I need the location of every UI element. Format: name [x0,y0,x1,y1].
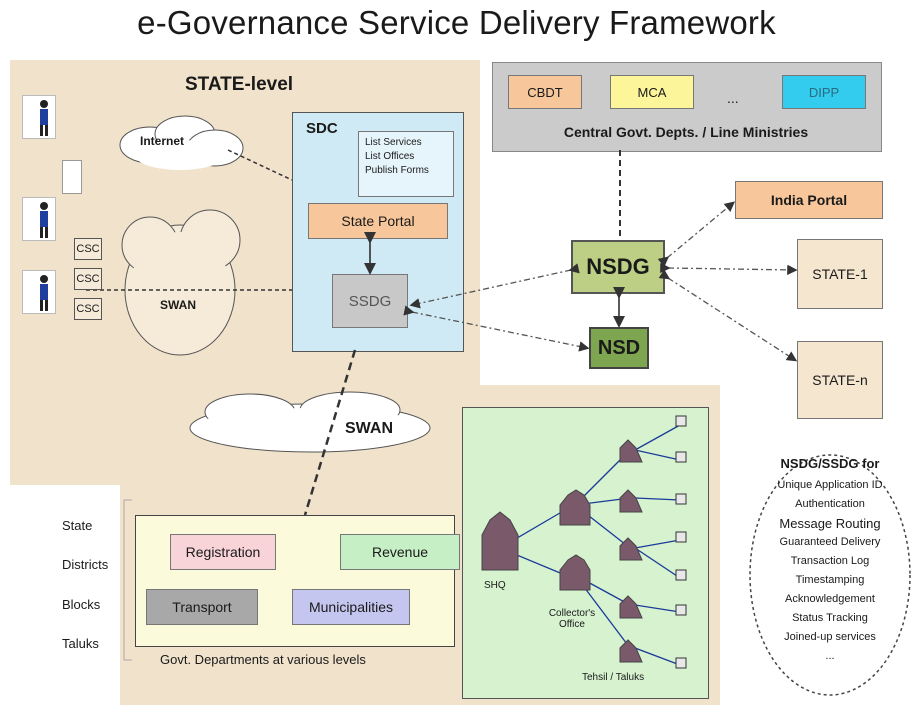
dept-dipp: DIPP [782,75,866,109]
csc-box: CSC [74,298,102,320]
dept-revenue: Revenue [340,534,460,570]
level-districts: Districts [62,557,109,572]
feature-item: Guaranteed Delivery [779,536,881,548]
page-title: e-Governance Service Delivery Framework [137,4,776,41]
features-title: NSDG/SSDG for [780,456,880,471]
sdc-list-item: List Services [365,137,422,148]
state-level-label: STATE-level [185,74,294,95]
state-portal-box: State Portal [308,203,448,239]
ssdg-box: SSDG [332,274,408,328]
feature-item: Timestamping [795,574,865,586]
nsdg-box: NSDG [571,240,665,294]
level-blocks: Blocks [62,597,101,612]
swan-upper-label: SWAN [160,298,196,312]
sdc-label: SDC [306,120,338,137]
govt-departments-label: Govt. Departments at various levels [160,652,366,667]
collector-office-label: Collector's Office [548,608,596,630]
sdc-list-item: List Offices [365,151,415,162]
nsd-box: NSD [589,327,649,369]
feature-item: Unique Application ID [777,479,883,491]
feature-item: Status Tracking [792,612,868,624]
dept-ellipsis: ... [727,90,739,106]
level-taluks: Taluks [62,636,99,651]
tehsil-label: Tehsil / Taluks [582,672,645,683]
swan-lower-label: SWAN [345,420,393,437]
feature-item: Acknowledgement [785,593,875,605]
feature-item: ... [825,650,835,662]
dept-municipalities: Municipalities [292,589,410,625]
sdc-list-item: Publish Forms [365,165,429,176]
csc-box: CSC [74,238,102,260]
document-icon [62,160,82,194]
dept-cbdt: CBDT [508,75,582,109]
dept-mca: MCA [610,75,694,109]
level-state: State [62,518,93,533]
feature-item: Transaction Log [790,555,870,567]
internet-label: Internet [140,134,185,148]
feature-item: Message Routing [779,516,881,531]
dept-registration: Registration [170,534,276,570]
csc-box: CSC [74,268,102,290]
feature-item: Authentication [795,498,865,510]
shq-label: SHQ [484,580,506,591]
dept-transport: Transport [146,589,258,625]
sdc-services-list: List Services List Offices Publish Forms [358,131,454,197]
india-portal-box: India Portal [735,181,883,219]
citizen-icon [22,270,56,314]
state-n-box: STATE-n [797,341,883,419]
state-1-box: STATE-1 [797,239,883,309]
citizen-icon [22,197,56,241]
citizen-icon [22,95,56,139]
central-govt-label: Central Govt. Depts. / Line Ministries [563,124,809,140]
features-list: Unique Application ID Authentication Mes… [750,476,910,666]
feature-item: Joined-up services [784,631,876,643]
hierarchy-tree-box [462,407,709,699]
